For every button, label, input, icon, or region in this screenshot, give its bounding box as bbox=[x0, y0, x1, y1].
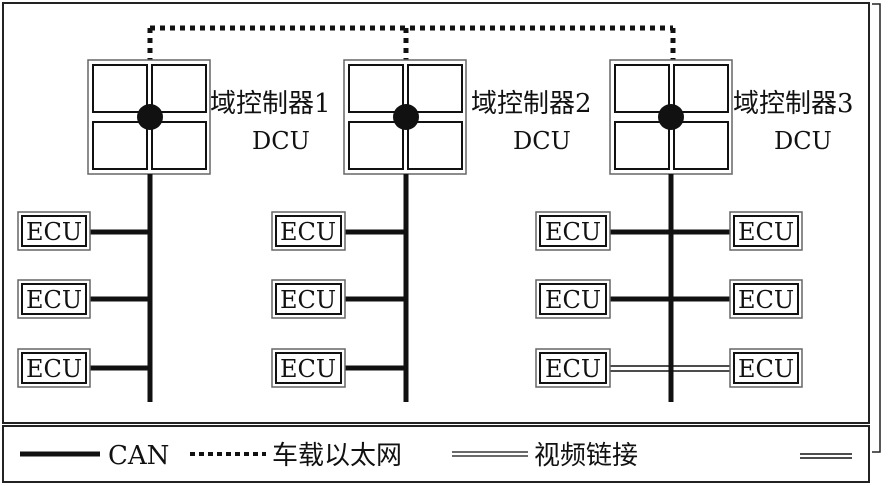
domain-controller-3 bbox=[609, 59, 733, 175]
domain-3-unit: DCU bbox=[774, 127, 832, 155]
legend-ethernet-label: 车载以太网 bbox=[272, 441, 402, 471]
domain-controller-1 bbox=[87, 59, 211, 175]
ecu-box: ECU bbox=[535, 279, 611, 319]
ecu-box: ECU bbox=[729, 279, 803, 319]
controller-node bbox=[393, 104, 419, 130]
domain-2-unit: DCU bbox=[513, 127, 571, 155]
right-bracket bbox=[872, 3, 881, 453]
domain-1-unit: DCU bbox=[252, 127, 310, 155]
ecu-box: ECU bbox=[17, 211, 91, 251]
ecu-label: ECU bbox=[545, 355, 601, 383]
ecu-box: ECU bbox=[729, 348, 803, 388]
ecu-label: ECU bbox=[280, 286, 336, 314]
can-trunks bbox=[147, 174, 674, 402]
legend: CAN 车载以太网 视频链接 bbox=[20, 441, 852, 471]
ecu-box: ECU bbox=[729, 211, 803, 251]
diagram-frame bbox=[2, 2, 870, 424]
domain-2-name: 域控制器2 bbox=[471, 89, 592, 119]
ethernet-backbone bbox=[147, 25, 676, 60]
ecu-box: ECU bbox=[271, 279, 346, 319]
ecu-box: ECU bbox=[271, 348, 346, 388]
ecu-label: ECU bbox=[26, 218, 82, 246]
ecu-label: ECU bbox=[280, 218, 336, 246]
ecu-label: ECU bbox=[738, 355, 794, 383]
can-branches bbox=[90, 229, 730, 371]
ecu-label: ECU bbox=[280, 355, 336, 383]
ecu-box: ECU bbox=[535, 211, 611, 251]
ecu-label: ECU bbox=[738, 218, 794, 246]
legend-video-label: 视频链接 bbox=[534, 441, 638, 471]
ecu-label: ECU bbox=[738, 286, 794, 314]
ecu-label: ECU bbox=[26, 355, 82, 383]
controller-node bbox=[658, 104, 684, 130]
controller-node bbox=[137, 104, 163, 130]
domain-3-name: 域控制器3 bbox=[733, 89, 854, 119]
ecu-label: ECU bbox=[545, 286, 601, 314]
legend-frame bbox=[2, 425, 870, 483]
ecu-box: ECU bbox=[17, 279, 91, 319]
video-link bbox=[610, 365, 730, 372]
domain-1-name: 域控制器1 bbox=[210, 89, 331, 119]
ecu-label: ECU bbox=[26, 286, 82, 314]
ecu-box: ECU bbox=[17, 348, 91, 388]
ecu-box: ECU bbox=[535, 348, 611, 388]
legend-can-label: CAN bbox=[108, 441, 169, 471]
ecu-box: ECU bbox=[271, 211, 346, 251]
domain-controller-2 bbox=[343, 59, 467, 175]
ecu-label: ECU bbox=[545, 218, 601, 246]
